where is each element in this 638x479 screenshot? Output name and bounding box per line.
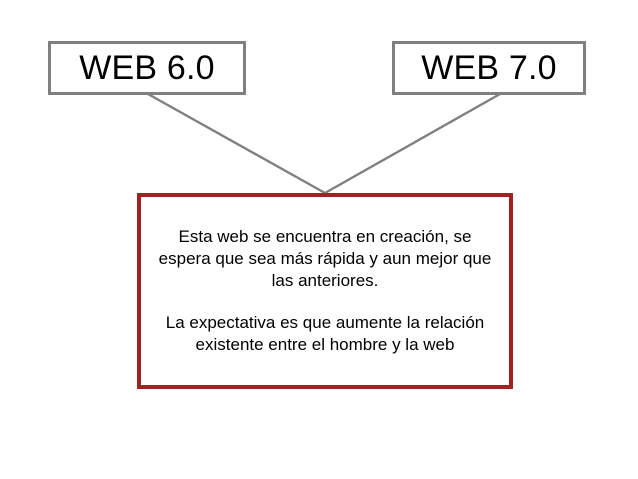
node-web-7-label: WEB 7.0 [421,49,557,87]
note-paragraph-2: La expectativa es que aumente la relació… [165,313,485,354]
node-web-6-label: WEB 6.0 [79,49,215,87]
connector-line-web7-to-note [324,92,501,195]
node-web-6[interactable]: WEB 6.0 [48,41,246,95]
note-box[interactable]: Esta web se encuentra en creación, se es… [137,193,513,389]
node-web-7[interactable]: WEB 7.0 [392,41,586,95]
note-paragraph-1: Esta web se encuentra en creación, se es… [158,227,492,290]
note-paragraph-spacer [151,292,499,312]
connector-line-web6-to-note [147,92,326,195]
